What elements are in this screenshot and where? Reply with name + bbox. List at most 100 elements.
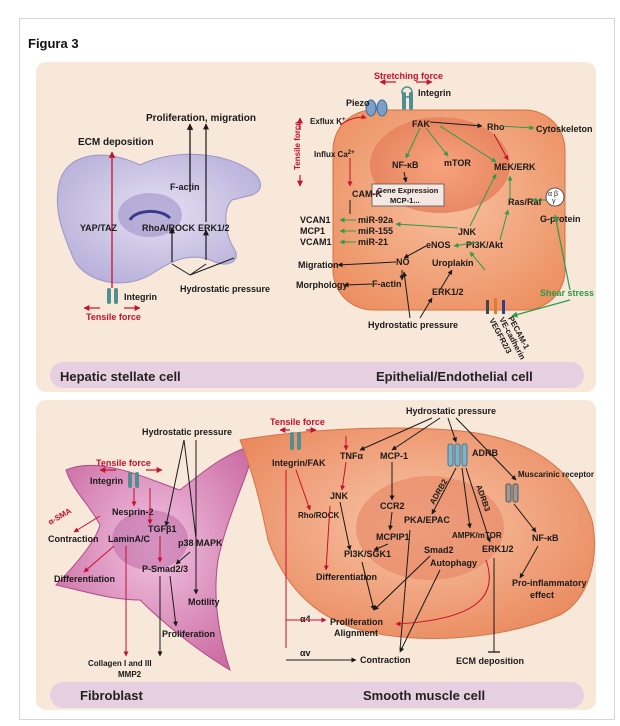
fibro-differentiation-label: Differentiation — [54, 574, 115, 584]
pka-label: PKA/EPAC — [404, 515, 450, 525]
endo-hydro-label: Hydrostatic pressure — [368, 320, 458, 330]
stretching-label: Stretching force — [374, 71, 443, 81]
gene-expression-label: Gene Expression — [377, 186, 439, 195]
fak-label: FAK — [412, 119, 431, 129]
top-caption-band — [50, 362, 584, 388]
smc-nfkb-label: NF-κB — [532, 533, 559, 543]
fibro-proliferation-label: Proliferation — [162, 629, 215, 639]
alignment-label: Alignment — [334, 628, 378, 638]
hsc-factin-label: F-actin — [170, 182, 200, 192]
cytoskeleton-label: Cytoskeleton — [536, 124, 593, 134]
smc-ecm-label: ECM deposition — [456, 656, 524, 666]
smad2-label: Smad2 — [424, 545, 454, 555]
morphology-label: Morphology — [296, 280, 348, 290]
uroplakin-label: Uroplakin — [432, 258, 474, 268]
g-protein-icon: α β γ — [545, 187, 565, 207]
mtor-label: mTOR — [444, 158, 471, 168]
piezo-icon — [365, 99, 388, 117]
muscarinic-label: Muscarinic receptor — [518, 470, 594, 479]
smc-contraction-label: Contraction — [360, 655, 411, 665]
ampk-label: AMPK/mTOR — [452, 531, 502, 540]
hsc-ecm-label: ECM deposition — [78, 137, 154, 148]
hepatic-stellate-cell — [56, 153, 261, 284]
hsc-rho-label: RhoA/ROCK — [142, 223, 195, 233]
mir155-label: miR-155 — [358, 226, 393, 236]
endo-tensile-label: Tensile force — [293, 121, 302, 170]
mir92-label: miR-92a — [358, 215, 394, 225]
collagen-label: Collagen I and III — [88, 659, 152, 668]
gene-expression-sub: MCP-1... — [390, 196, 420, 205]
hsc-tensile-label: Tensile force — [86, 312, 141, 322]
p38-label: p38 MAPK — [178, 538, 223, 548]
av-label: αv — [300, 648, 311, 658]
muscarinic-receptor-icon — [505, 483, 519, 503]
endo-factin-label: F-actin — [372, 279, 402, 289]
vcan1-label: VCAN1 — [300, 215, 331, 225]
fibro-contraction-label: Contraction — [48, 534, 99, 544]
mcp1-label: MCP1 — [300, 226, 325, 236]
no-label: NO — [396, 257, 410, 267]
motility-label: Motility — [188, 597, 220, 607]
endo-erk-label: ERK1/2 — [432, 287, 464, 297]
endothelial-cell — [332, 109, 566, 311]
tgf-label: TGFβ1 — [148, 524, 177, 534]
smc-pi3k-label: PI3K/SGK1 — [344, 549, 391, 559]
lamin-label: LaminA/C — [108, 534, 151, 544]
smc-tensile-label: Tensile force — [270, 417, 325, 427]
efflux-label: Exflux K+ — [310, 117, 346, 126]
rho-label: Rho — [487, 122, 505, 132]
fibroblast-caption: Fibroblast — [80, 688, 144, 703]
endothelial-integrin-icon — [401, 86, 413, 110]
hsc-erk-label: ERK1/2 — [198, 223, 230, 233]
nesprin-label: Nesprin-2 — [112, 507, 154, 517]
jnk-label: JNK — [458, 227, 477, 237]
fibro-tensile-label: Tensile force — [96, 458, 151, 468]
smc-integrin-icon — [290, 432, 301, 450]
psmad-label: P-Smad2/3 — [142, 564, 188, 574]
hepatic-caption: Hepatic stellate cell — [60, 369, 181, 384]
mir21-label: miR-21 — [358, 237, 388, 247]
mekerk-label: MEK/ERK — [494, 162, 536, 172]
nfkb-label: NF-κB — [392, 160, 419, 170]
piezo-label: Piezo — [346, 98, 370, 108]
fibro-hydro-label: Hydrostatic pressure — [142, 427, 232, 437]
gene-expression-box — [371, 183, 445, 207]
hsc-proliferation-label: Proliferation, migration — [146, 113, 256, 124]
hsc-nucleus — [118, 193, 182, 237]
figure-title: Figura 3 — [28, 36, 79, 51]
proinfl-label-1: Pro-inflammatory — [512, 578, 587, 588]
bottom-caption-band — [50, 682, 584, 708]
shear-label: Shear stress — [540, 288, 594, 298]
rhorock-label: Rho/ROCK — [298, 511, 340, 520]
autophagy-label: Autophagy — [430, 558, 477, 568]
pi3k-label: PI3K/Akt — [466, 240, 503, 250]
migration-label: Migration — [298, 260, 339, 270]
hsc-integrin-icon — [107, 288, 118, 304]
gprotein-label: G-protein — [540, 214, 581, 224]
mcpip1-label: MCPIP1 — [376, 532, 410, 542]
svg-text:α β: α β — [548, 191, 558, 198]
hsc-hydro-label: Hydrostatic pressure — [180, 284, 270, 294]
smc-differentiation-label: Differentiation — [316, 572, 377, 582]
smc-jnk-label: JNK — [330, 491, 349, 501]
enos-label: eNOS — [426, 240, 451, 250]
endothelial-caption: Epithelial/Endothelial cell — [376, 369, 533, 384]
receptor-cluster-icon — [486, 298, 505, 314]
smc-erk-label: ERK1/2 — [482, 544, 514, 554]
proinfl-label-2: effect — [530, 590, 554, 600]
rasraf-label: Ras/Raf — [508, 197, 543, 207]
camk-label: CAM-K — [352, 189, 382, 199]
tnfa-label: TNFα — [340, 451, 363, 461]
influx-label: Influx Ca2+ — [314, 150, 355, 159]
ccr2-label: CCR2 — [380, 501, 405, 511]
svg-text:γ: γ — [552, 198, 556, 205]
endo-integrin-label: Integrin — [418, 88, 451, 98]
smc-proliferation-label: Proliferation — [330, 617, 383, 627]
adrb-receptor-icon — [447, 443, 468, 467]
smc-mcp1-label: MCP-1 — [380, 451, 408, 461]
vcam1-label: VCAM1 — [300, 237, 332, 247]
hsc-integrin-label: Integrin — [124, 292, 157, 302]
fibro-integrin-icon — [128, 472, 139, 488]
adrb-label: ADRB — [472, 448, 498, 458]
fibro-integrin-label: Integrin — [90, 476, 123, 486]
